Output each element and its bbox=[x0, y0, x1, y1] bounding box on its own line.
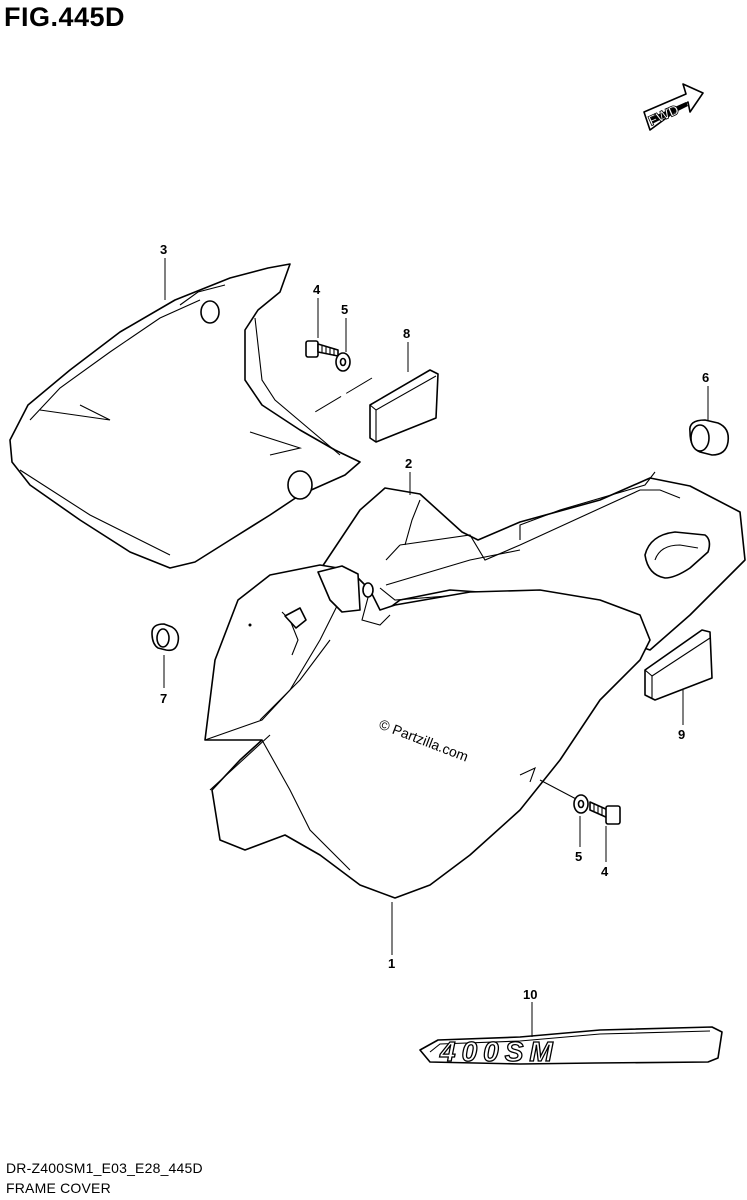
callout-10: 10 bbox=[523, 987, 537, 1002]
fwd-arrow-icon: FWD bbox=[643, 83, 704, 131]
callout-6: 6 bbox=[702, 370, 709, 385]
callout-7: 7 bbox=[160, 691, 167, 706]
figure-title: FIG.445D bbox=[4, 2, 126, 32]
part-4-bolt-upper bbox=[305, 340, 339, 358]
part-4-bolt-lower bbox=[589, 801, 621, 825]
callout-4-upper: 4 bbox=[313, 282, 321, 297]
callouts: 3 4 5 8 6 2 7 9 5 4 1 10 bbox=[160, 242, 709, 1002]
callout-4-lower: 4 bbox=[601, 864, 609, 879]
fwd-label: FWD bbox=[646, 101, 682, 129]
part-5-washer-upper bbox=[335, 352, 351, 372]
part-7-grommet bbox=[151, 623, 180, 652]
part-5-washer-lower bbox=[573, 794, 589, 814]
part-6-grommet bbox=[688, 419, 730, 456]
footer-diagram-code: DR-Z400SM1_E03_E28_445D bbox=[6, 1160, 203, 1176]
callout-5-lower: 5 bbox=[575, 849, 582, 864]
decal-text: 400SM bbox=[439, 1036, 559, 1067]
callout-1: 1 bbox=[388, 956, 395, 971]
part-8-cushion-pad bbox=[369, 369, 439, 443]
part-2-frame-cover bbox=[319, 471, 746, 651]
part-1-frame-cover bbox=[204, 564, 651, 899]
callout-9: 9 bbox=[678, 727, 685, 742]
callout-2: 2 bbox=[405, 456, 412, 471]
part-3-side-cover bbox=[9, 263, 361, 569]
part-9-cushion-pad bbox=[644, 629, 713, 701]
footer-figure-name: FRAME COVER bbox=[6, 1180, 111, 1196]
leader-lines bbox=[163, 258, 709, 1037]
callout-8: 8 bbox=[403, 326, 410, 341]
part-10-emblem-decal: 400SM bbox=[419, 1026, 723, 1068]
callout-3: 3 bbox=[160, 242, 167, 257]
callout-5-upper: 5 bbox=[341, 302, 348, 317]
